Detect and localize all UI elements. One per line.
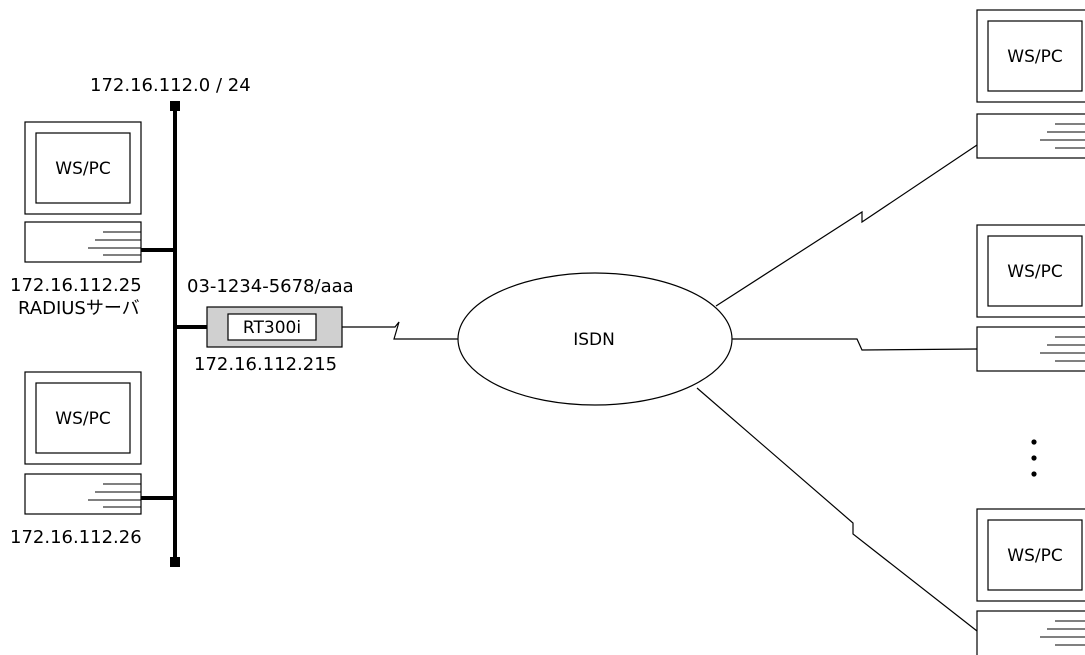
remote-host-2: WS/PC xyxy=(976,224,1085,372)
pc-unit-icon xyxy=(24,221,142,263)
router-ip: 172.16.112.215 xyxy=(194,354,337,375)
monitor-icon xyxy=(24,371,142,465)
remote-link-1 xyxy=(715,144,978,307)
router-name: RT300i xyxy=(243,318,301,338)
router-isdn-number: 03-1234-5678/aaa xyxy=(187,276,354,297)
host-ip: 172.16.112.25 xyxy=(10,275,142,296)
host-ip: 172.16.112.26 xyxy=(10,527,142,548)
host-radius-server: WS/PC 172.16.112.25 RADIUSサーバ xyxy=(10,121,175,319)
monitor-icon xyxy=(976,508,1085,602)
pc-unit-icon xyxy=(976,610,1085,655)
lan-bus xyxy=(170,101,180,567)
isdn-line xyxy=(342,321,459,340)
pc-unit-icon xyxy=(24,473,142,515)
remote-host-1: WS/PC xyxy=(976,9,1085,159)
monitor-icon xyxy=(24,121,142,215)
remote-link-3 xyxy=(696,387,978,632)
host-role: RADIUSサーバ xyxy=(18,298,140,319)
remote-host-label: WS/PC xyxy=(1007,546,1062,566)
more-hosts-ellipsis-icon xyxy=(1031,439,1037,477)
monitor-icon xyxy=(976,224,1085,318)
router: 03-1234-5678/aaa RT300i 172.16.112.215 xyxy=(175,276,459,375)
remote-host-3: WS/PC xyxy=(976,508,1085,655)
pc-unit-icon xyxy=(976,326,1085,372)
isdn-cloud: ISDN xyxy=(457,272,733,406)
host-label: WS/PC xyxy=(55,159,110,179)
router-label-box xyxy=(227,313,317,341)
monitor-icon xyxy=(976,9,1085,103)
host-label: WS/PC xyxy=(55,409,110,429)
remote-link-2 xyxy=(732,338,978,351)
isdn-label: ISDN xyxy=(573,330,615,350)
host-2: WS/PC 172.16.112.26 xyxy=(10,371,175,548)
remote-host-label: WS/PC xyxy=(1007,47,1062,67)
pc-unit-icon xyxy=(976,113,1085,159)
network-segment-label: 172.16.112.0 / 24 xyxy=(90,75,251,96)
remote-host-label: WS/PC xyxy=(1007,262,1062,282)
